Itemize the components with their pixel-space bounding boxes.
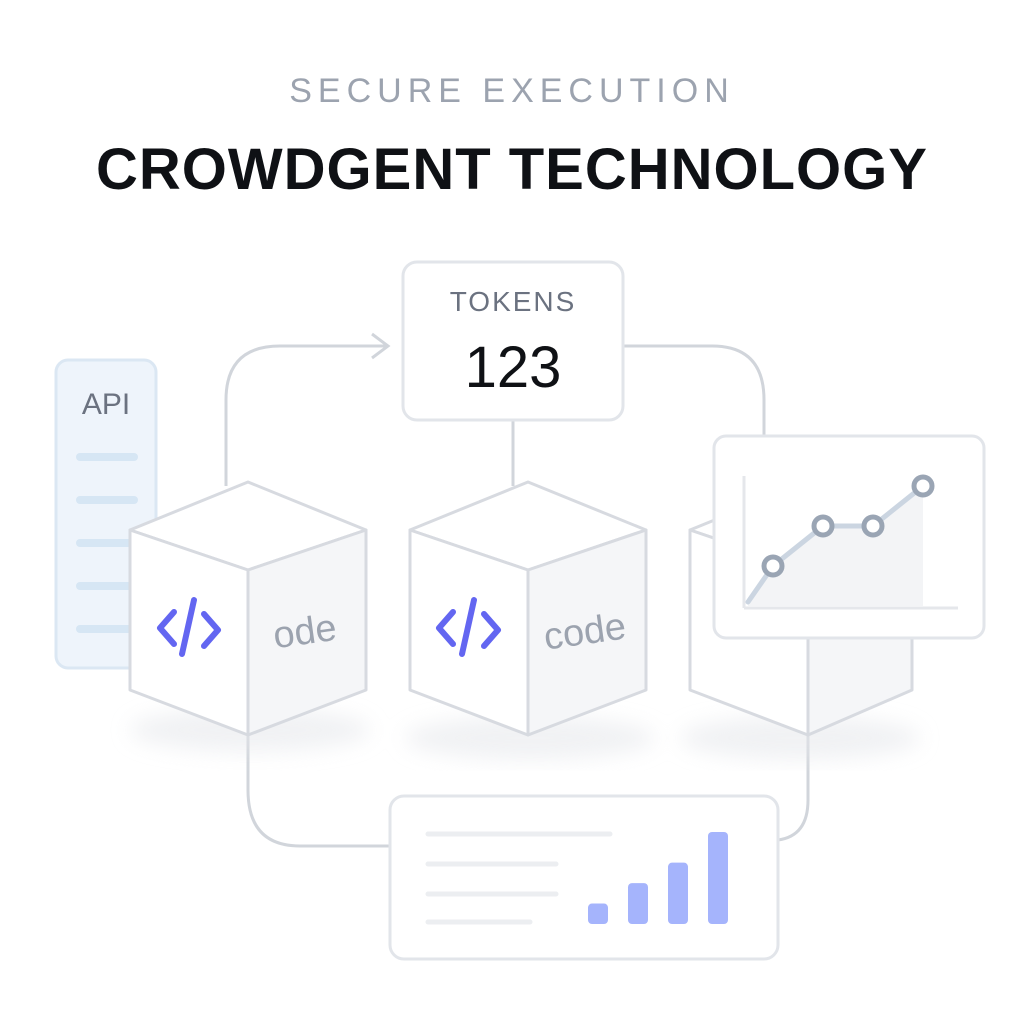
page-title: CROWDGENT TECHNOLOGY [96,137,928,202]
line-chart-card [712,434,986,640]
arrow-head-icon [371,332,391,360]
line-chart-points [761,474,935,578]
bar-chart-bar [588,903,608,924]
connector-bottom-to-right [777,736,810,842]
line-chart-point [861,514,885,538]
connector-cube-to-bottom [246,730,390,848]
bar-chart-bars [588,832,728,924]
cube-shadows [130,708,920,760]
tokens-label: TOKENS [449,286,577,317]
connectors [224,332,810,848]
tokens-card [401,260,625,422]
connector-api-to-tokens [224,344,386,486]
code-brackets-icon [157,597,221,657]
bar-chart-bar [708,832,728,924]
eyebrow-heading: SECURE EXECUTION [289,72,735,110]
line-chart-point [811,514,835,538]
line-chart-point [911,474,935,498]
api-label: API [81,388,131,421]
bar-chart-bar [668,862,688,924]
line-chart-point [761,554,785,578]
code-brackets-icon [436,597,501,657]
cube-code-text: ode [271,607,340,657]
bar-chart-bar [628,883,648,924]
tokens-value: 123 [464,335,562,400]
bar-chart-card [388,794,780,961]
connector-tokens-to-chart [624,344,766,438]
line-chart-area [748,486,923,606]
